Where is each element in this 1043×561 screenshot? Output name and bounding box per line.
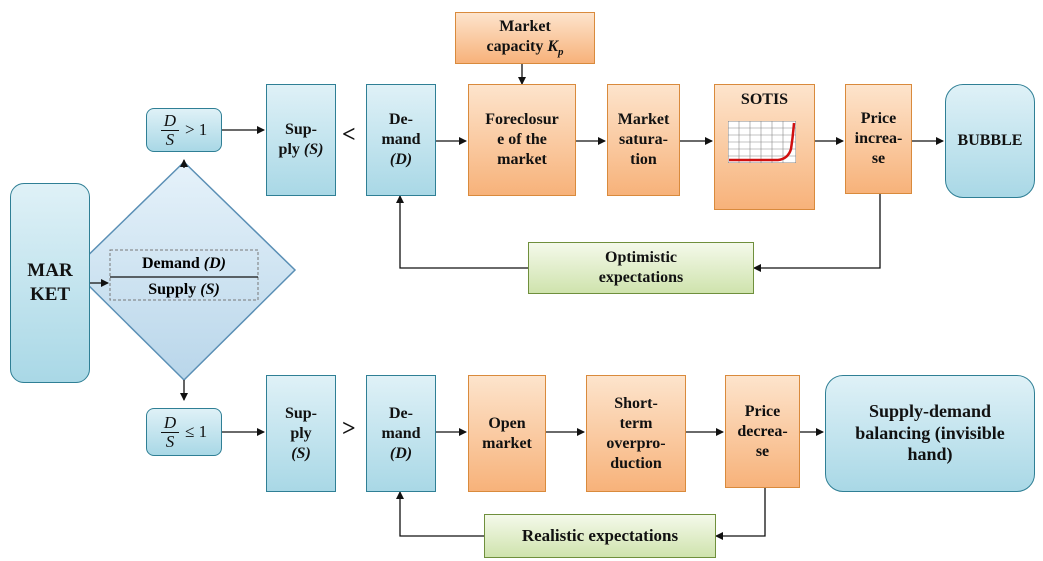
decision-supply-label: Supply xyxy=(148,281,197,298)
realistic-label: Realistic expectations xyxy=(521,526,679,546)
top-demand-var: (D) xyxy=(389,151,413,168)
foreclosure-box: Foreclosur e of the market xyxy=(468,84,576,196)
bottom-demand-box: De- mand (D) xyxy=(366,375,436,492)
market-label-2: KET xyxy=(29,284,71,305)
bubble-box: BUBBLE xyxy=(945,84,1035,198)
price-decrease-l1: Price xyxy=(744,402,781,420)
top-supply-l2-text: ply xyxy=(278,141,300,158)
bottom-supply-l2: ply xyxy=(290,424,312,442)
balancing-l3: hand) xyxy=(907,444,953,465)
saturation-l2: satura- xyxy=(619,131,668,148)
market-capacity-box: Market capacity Kp xyxy=(455,12,595,64)
decision-demand-var: (D) xyxy=(203,255,226,272)
arrow-price-to-realistic xyxy=(715,488,766,540)
condition-greater: D S > 1 xyxy=(146,108,222,152)
price-decrease-box: Price decrea- se xyxy=(725,375,800,488)
bottom-supply-box: Sup- ply (S) xyxy=(266,375,336,492)
sotis-box: SOTIS xyxy=(714,84,815,210)
bottom-demand-var: (D) xyxy=(389,444,413,462)
condition-greater-fraction: D S xyxy=(160,111,179,149)
condition-less-equal: D S ≤ 1 xyxy=(146,408,222,456)
condition-le-num: D xyxy=(160,413,180,433)
condition-greater-den: S xyxy=(165,129,175,149)
top-supply-l1: Sup- xyxy=(284,121,318,138)
arrow-price-to-optimistic xyxy=(753,194,881,272)
top-supply-box: Sup- ply (S) xyxy=(266,84,336,196)
condition-le-rel: ≤ 1 xyxy=(185,422,208,442)
saturation-l1: Market xyxy=(617,111,670,128)
optimistic-l2: expectations xyxy=(598,269,684,286)
balancing-l1: Supply-demand xyxy=(868,401,992,422)
overprod-l1: Short- xyxy=(614,394,658,412)
bottom-supply-var: (S) xyxy=(291,444,311,462)
bottom-demand-l1: De- xyxy=(389,404,413,422)
capacity-var: K xyxy=(547,37,559,55)
decision-dashed-frame xyxy=(109,249,259,301)
optimistic-expectations-box: Optimistic expectations xyxy=(528,242,754,294)
overproduction-box: Short- term overpro- duction xyxy=(586,375,686,492)
foreclosure-l1: Foreclosur xyxy=(485,111,559,128)
top-comparator: < xyxy=(342,122,356,148)
condition-greater-num: D xyxy=(160,111,179,131)
capacity-sub: p xyxy=(558,45,564,58)
overprod-l4: duction xyxy=(610,454,662,472)
balancing-l2: balancing (invisible xyxy=(855,422,1005,443)
capacity-l1: Market xyxy=(499,17,551,35)
balancing-box: Supply-demand balancing (invisible hand) xyxy=(825,375,1035,492)
arrow-realistic-to-demand xyxy=(396,491,484,537)
sotis-curve-chart-icon xyxy=(728,121,796,163)
condition-greater-rel: > 1 xyxy=(184,120,208,140)
optimistic-l1: Optimistic xyxy=(605,249,677,266)
top-supply-var: (S) xyxy=(303,141,324,158)
bottom-supply-l1: Sup- xyxy=(284,404,318,422)
overprod-l2: term xyxy=(619,414,653,432)
foreclosure-l2: e of the xyxy=(497,131,547,148)
top-demand-l2: mand xyxy=(381,131,421,148)
top-demand-box: De- mand (D) xyxy=(366,84,436,196)
decision-top-text: Demand (D) xyxy=(110,255,258,273)
saturation-l3: tion xyxy=(630,151,657,168)
decision-demand-label: Demand xyxy=(142,255,200,272)
price-increase-box: Price increa- se xyxy=(845,84,912,194)
arrow-optimistic-to-demand xyxy=(396,195,528,269)
saturation-box: Market satura- tion xyxy=(607,84,680,196)
open-market-l2: market xyxy=(482,434,532,452)
foreclosure-l3: market xyxy=(497,151,547,168)
open-market-l1: Open xyxy=(488,414,526,432)
realistic-expectations-box: Realistic expectations xyxy=(484,514,716,558)
decision-bottom-text: Supply (S) xyxy=(110,281,258,299)
price-decrease-l2: decrea- xyxy=(737,422,788,440)
top-supply-l2: ply (S) xyxy=(279,140,324,160)
condition-le-fraction: D S xyxy=(160,413,180,451)
bubble-label: BUBBLE xyxy=(957,132,1023,149)
capacity-l2-text: capacity xyxy=(486,37,544,55)
condition-le-den: S xyxy=(165,431,175,451)
open-market-box: Open market xyxy=(468,375,546,492)
price-increase-l3: se xyxy=(871,150,886,167)
price-decrease-l3: se xyxy=(755,442,770,460)
price-increase-l2: increa- xyxy=(854,130,903,147)
decision-supply-var: (S) xyxy=(200,281,220,298)
market-box: MAR KET xyxy=(10,183,90,383)
market-label-1: MAR xyxy=(27,260,73,282)
sotis-label: SOTIS xyxy=(740,91,789,108)
price-increase-l1: Price xyxy=(860,110,897,127)
bottom-comparator: > xyxy=(342,416,356,442)
bottom-demand-l2: mand xyxy=(381,424,421,442)
overprod-l3: overpro- xyxy=(606,434,666,452)
capacity-l2: capacity Kp xyxy=(486,37,563,60)
top-demand-l1: De- xyxy=(389,111,413,128)
